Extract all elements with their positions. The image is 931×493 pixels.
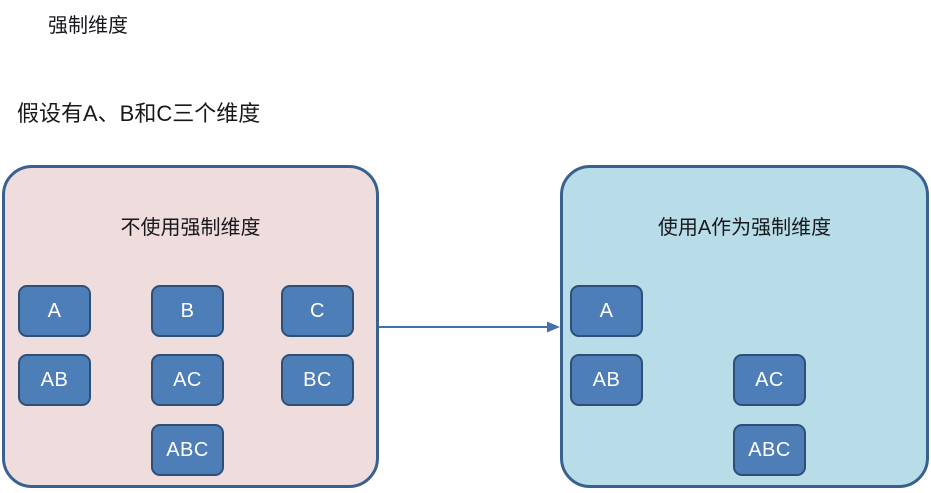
dimension-chip-b[interactable]: B <box>151 285 224 337</box>
panel-no-forced-dimension-title: 不使用强制维度 <box>120 217 261 239</box>
dimension-chip-abc[interactable]: ABC <box>151 424 224 476</box>
dimension-chip-bc[interactable]: BC <box>281 354 354 406</box>
dimension-chip-ab[interactable]: AB <box>570 354 643 406</box>
dimension-chip-a[interactable]: A <box>570 285 643 337</box>
dimension-chip-c[interactable]: C <box>281 285 354 337</box>
page-title: 强制维度 <box>48 15 128 37</box>
panel-forced-dimension-a: 使用A作为强制维度 A AB AC ABC <box>560 165 929 488</box>
dimension-chip-abc[interactable]: ABC <box>733 424 806 476</box>
arrow-right-icon <box>379 313 561 341</box>
panel-forced-dimension-a-title: 使用A作为强制维度 <box>657 217 832 239</box>
dimension-chip-ac[interactable]: AC <box>733 354 806 406</box>
assumption-text: 假设有A、B和C三个维度 <box>17 101 261 126</box>
dimension-chip-ac[interactable]: AC <box>151 354 224 406</box>
panel-no-forced-dimension: 不使用强制维度 A B C AB AC BC ABC <box>2 165 379 488</box>
dimension-chip-ab[interactable]: AB <box>18 354 91 406</box>
dimension-chip-a[interactable]: A <box>18 285 91 337</box>
